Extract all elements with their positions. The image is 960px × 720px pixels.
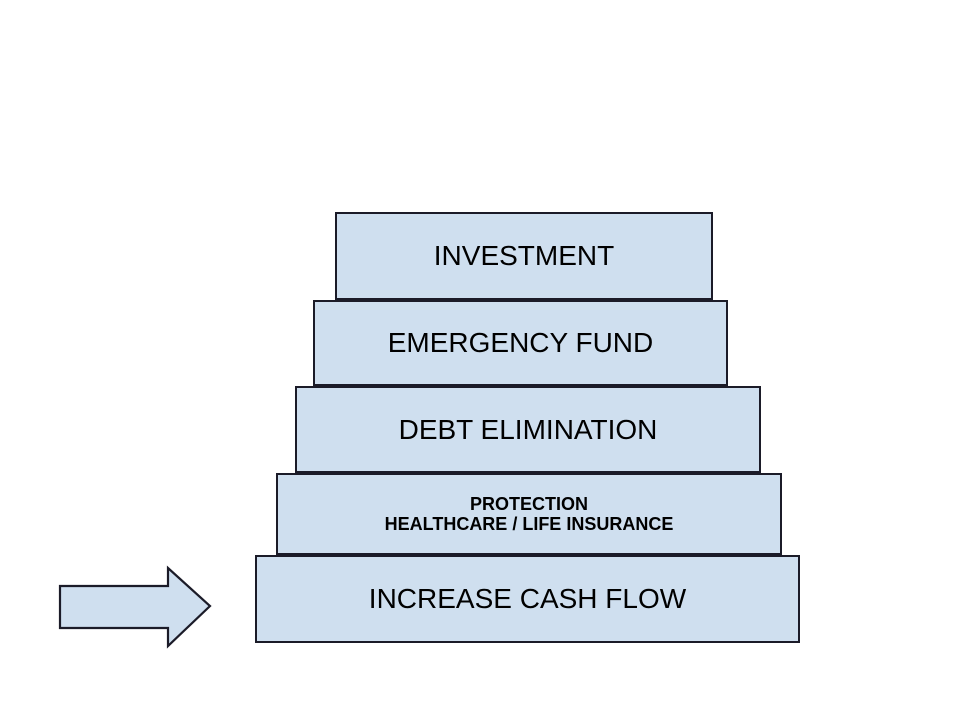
pyramid-tier-emergency-fund-label: EMERGENCY FUND	[387, 327, 654, 359]
pyramid-tier-debt-elimination[interactable]: DEBT ELIMINATION	[295, 386, 761, 473]
pyramid-tier-investment-label: INVESTMENT	[433, 240, 615, 272]
right-arrow-shape	[58, 565, 212, 649]
right-arrow-icon	[55, 560, 215, 652]
pyramid-tier-investment[interactable]: INVESTMENT	[335, 212, 713, 300]
pyramid-tier-protection-label: PROTECTION HEALTHCARE / LIFE INSURANCE	[384, 493, 674, 534]
pyramid-tier-protection[interactable]: PROTECTION HEALTHCARE / LIFE INSURANCE	[276, 473, 782, 555]
pyramid-tier-increase-cash-flow-label: INCREASE CASH FLOW	[368, 583, 687, 615]
pyramid-tier-debt-elimination-label: DEBT ELIMINATION	[398, 413, 658, 445]
pyramid-tier-emergency-fund[interactable]: EMERGENCY FUND	[313, 300, 728, 386]
pyramid-tier-increase-cash-flow[interactable]: INCREASE CASH FLOW	[255, 555, 800, 643]
